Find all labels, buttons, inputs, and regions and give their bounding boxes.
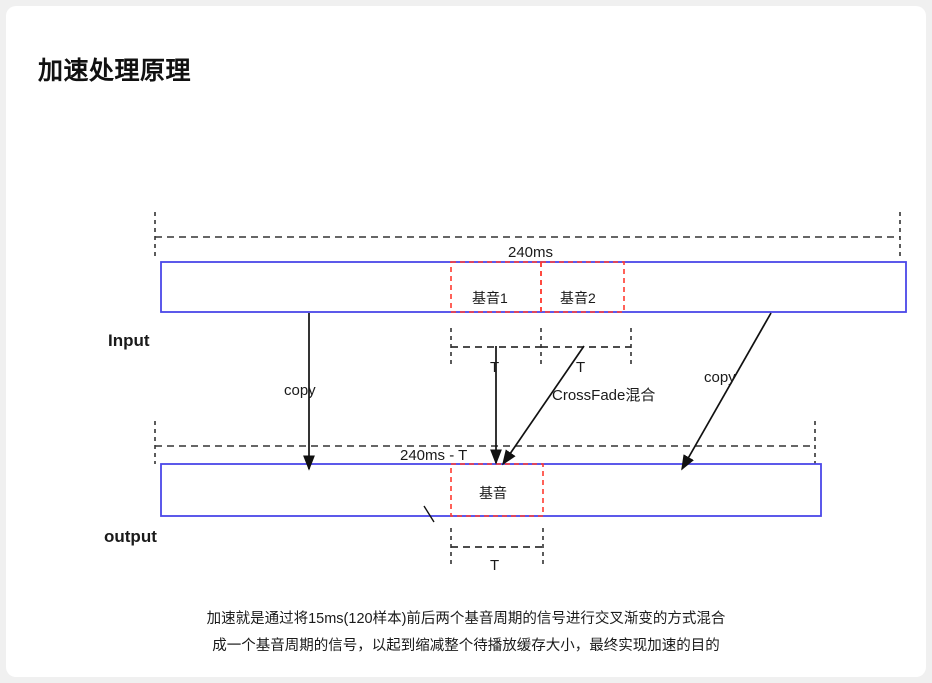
output-span-label: 240ms - T [400,447,468,464]
copy-label-left: copy [284,382,316,399]
input-measure-label-1: T [490,359,500,376]
copy-label-right: copy [704,369,736,386]
pitch2-merge-arrow [502,345,585,466]
crossfade-stub-line [423,505,435,523]
input-span-label: 240ms [508,244,554,261]
caption-line-1: 加速就是通过将15ms(120样本)前后两个基音周期的信号进行交叉渐变的方式混合 [206,611,726,627]
caption: 加速就是通过将15ms(120样本)前后两个基音周期的信号进行交叉渐变的方式混合… [116,606,816,660]
crossfade-label: CrossFade混合 [552,387,656,404]
output-measure-label: T [490,557,500,574]
input-row-label: Input [108,331,150,350]
output-segment-1-label: 基音 [479,485,507,501]
caption-line-2: 成一个基音周期的信号，以起到缩减整个待播放缓存大小，最终实现加速的目的 [212,638,720,654]
acceleration-diagram [154,212,907,566]
input-segment-1-label: 基音1 [472,290,508,306]
page-title: 加速处理原理 [38,57,192,85]
input-measure-label-2: T [576,359,586,376]
input-bar [160,261,907,313]
output-row-label: output [104,527,157,546]
input-segment-1 [450,261,542,313]
slide-card: 加速处理原理 [6,6,926,677]
input-segment-2-label: 基音2 [560,290,596,306]
input-segment-2 [540,261,625,313]
copy-arrow-right [681,312,772,471]
